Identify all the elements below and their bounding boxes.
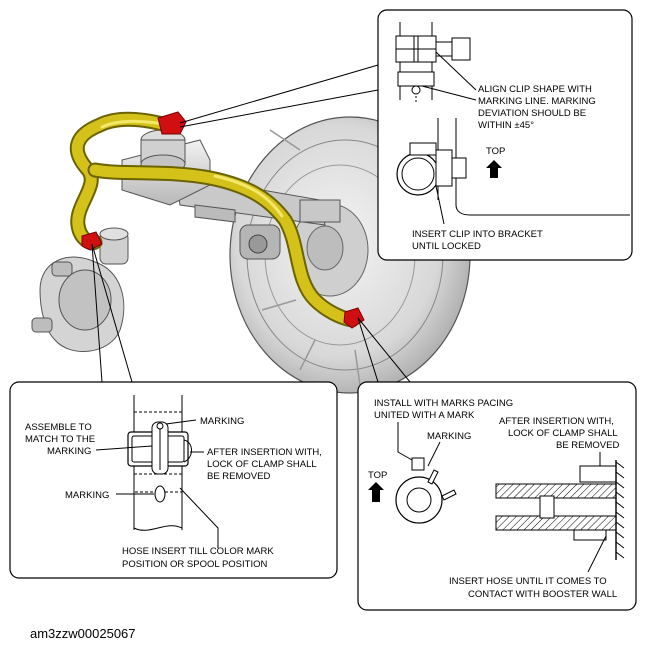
- insert-hose-leader: [587, 535, 607, 573]
- leader-right-2: [357, 317, 411, 383]
- leader-left-2: [91, 243, 133, 383]
- figure-code: am3zzw00025067: [30, 626, 136, 641]
- insert-note-line-2: UNTIL LOCKED: [412, 241, 481, 252]
- marking-label: MARKING: [427, 431, 471, 442]
- hose-insert-leader: [179, 487, 219, 548]
- insert-hose-line-2: CONTACT WITH BOOSTER WALL: [468, 589, 617, 600]
- insert-leader: [435, 185, 445, 225]
- vacuum-pump: [31, 227, 129, 352]
- marking-bottom-label: MARKING: [65, 490, 109, 501]
- assemble-note-line-3: MARKING: [47, 446, 91, 457]
- leader-left: [91, 243, 103, 383]
- assemble-note-line-1: ASSEMBLE TO: [25, 422, 92, 433]
- after-insertion-right-line-3: BE REMOVED: [556, 440, 619, 451]
- after-insertion-right-line-2: LOCK OF CLAMP SHALL: [508, 428, 618, 439]
- callout-top-right: ALIGN CLIP SHAPE WITH MARKING LINE. MARK…: [377, 9, 633, 261]
- after-insertion-line-2: LOCK OF CLAMP SHALL: [207, 459, 317, 470]
- marking-top-label: MARKING: [200, 416, 244, 427]
- align-note-line-4: WITHIN ±45°: [478, 120, 534, 131]
- align-note-line-1: ALIGN CLIP SHAPE WITH: [478, 84, 592, 95]
- leader-top-2: [179, 89, 379, 128]
- clamp-left: [81, 231, 103, 251]
- top-label-1: TOP: [486, 146, 505, 157]
- insert-note-line-1: INSERT CLIP INTO BRACKET: [412, 229, 543, 240]
- up-arrow-icon-2: [368, 482, 384, 502]
- vacuum-hose: [69, 111, 360, 328]
- after-insertion-right-line-1: AFTER INSERTION WITH,: [499, 416, 614, 427]
- insert-hose-line-1: INSERT HOSE UNTIL IT COMES TO: [449, 576, 607, 587]
- callout-bottom-left: MARKING ASSEMBLE TO MATCH TO THE MARKING…: [9, 381, 338, 579]
- align-note-line-3: DEVIATION SHOULD BE: [478, 108, 586, 119]
- marking-top-leader: [165, 419, 197, 425]
- align-leader-1: [435, 51, 477, 91]
- after-insertion-line-3: BE REMOVED: [207, 471, 270, 482]
- leader-right: [357, 317, 379, 383]
- assemble-note-line-2: MATCH TO THE: [25, 434, 95, 445]
- after-insertion-line-1: AFTER INSERTION WITH,: [207, 447, 322, 458]
- clamp-top: [157, 111, 187, 135]
- install-note-line-1: INSTALL WITH MARKS PACING: [374, 398, 513, 409]
- install-leader: [397, 422, 413, 461]
- clamp-right: [343, 307, 365, 329]
- install-note-line-2: UNITED WITH A MARK: [374, 410, 475, 421]
- align-leader-2: [421, 85, 477, 101]
- callout-bottom-right: INSTALL WITH MARKS PACING UNITED WITH A …: [357, 381, 637, 611]
- align-note-line-2: MARKING LINE. MARKING: [478, 96, 596, 107]
- up-arrow-icon: [486, 160, 502, 178]
- marking-leader: [427, 441, 441, 467]
- hose-insert-line-1: HOSE INSERT TILL COLOR MARK: [122, 546, 274, 557]
- hose-insert-line-2: POSITION OR SPOOL POSITION: [122, 559, 267, 570]
- leader-top: [179, 64, 379, 124]
- top-label-2: TOP: [368, 470, 387, 481]
- assemble-leader: [95, 445, 153, 451]
